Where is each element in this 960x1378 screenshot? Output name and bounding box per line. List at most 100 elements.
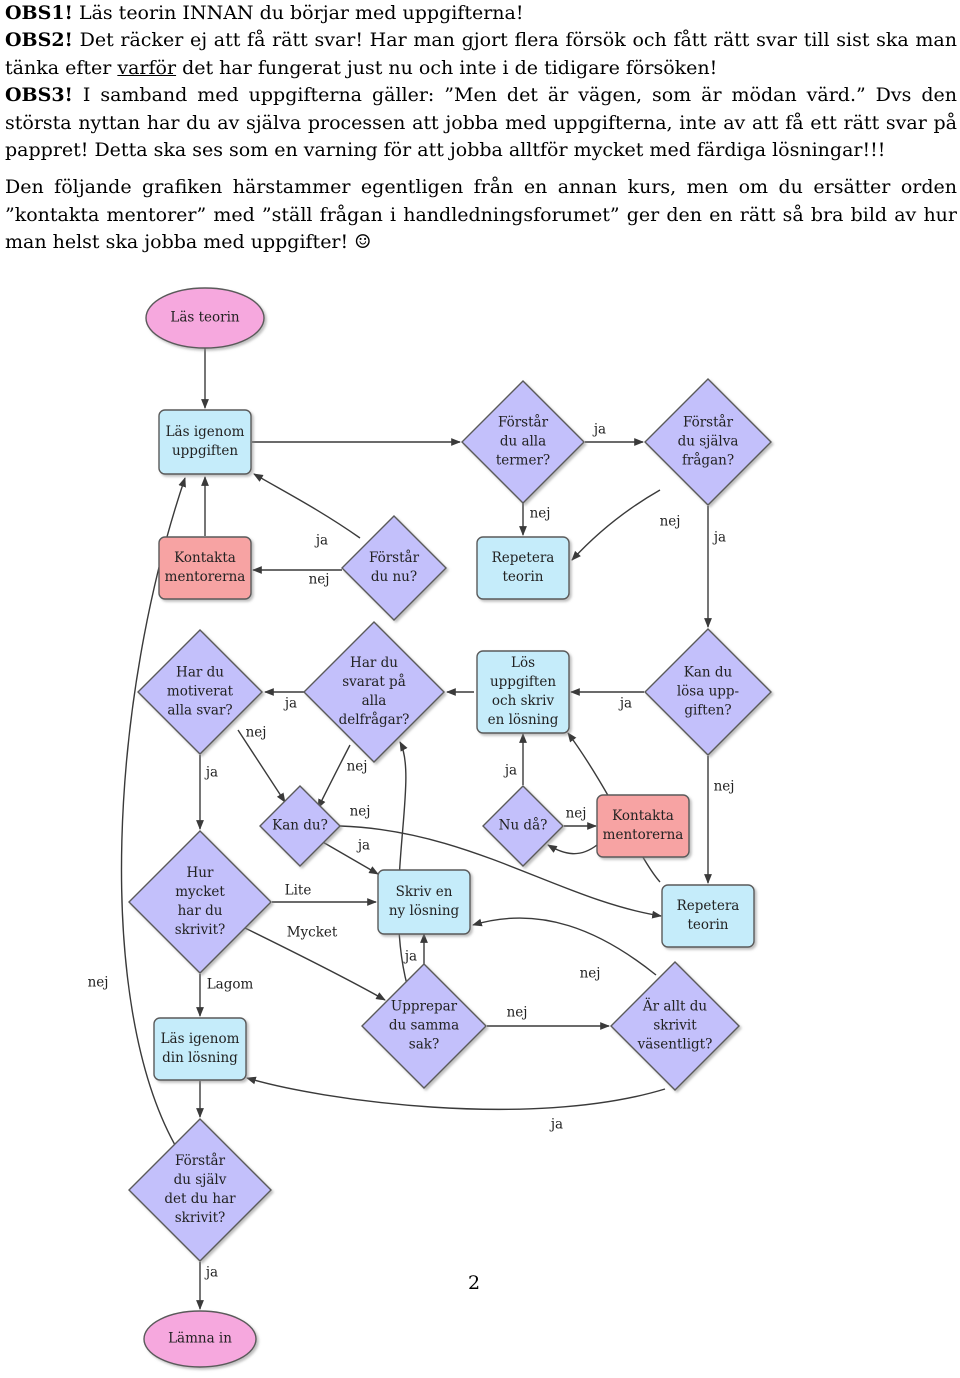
node-label: Hur	[187, 865, 214, 881]
node-shape	[153, 1017, 247, 1081]
node-ar-allt-vasentligt: Är allt du skrivit väsentligt?	[610, 961, 740, 1091]
edge-kan-du-to-repetera-2	[339, 825, 662, 919]
edge-label-mycket: Mycket	[287, 925, 338, 941]
edge-label-ja: ja	[403, 949, 417, 965]
node-kan-losa: Kan du lösa upp-giften?	[644, 628, 772, 756]
node-label: det du har	[164, 1191, 236, 1207]
node-label: termer?	[496, 453, 550, 469]
edge-label-ja: ja	[549, 1117, 563, 1133]
node-label: en lösning	[488, 712, 559, 728]
node-label: skrivit?	[175, 922, 226, 938]
node-nu-da: Nu då?	[482, 785, 564, 867]
edge-upprepar-to-skriv-loop	[397, 741, 411, 996]
edge-label-ja: ja	[204, 1265, 218, 1281]
node-label: Förstår	[369, 550, 420, 566]
edge-label-nej: nej	[507, 1005, 528, 1021]
node-label: väsentligt?	[637, 1037, 713, 1053]
intro-paragraph: Den följande grafiken härstammer egentli…	[5, 176, 957, 254]
node-shape	[596, 794, 690, 858]
node-lamna-in: Lämna in	[143, 1310, 257, 1368]
node-label: giften?	[684, 703, 731, 719]
edge-label-ja: ja	[314, 533, 328, 549]
node-label: lösa upp-	[677, 684, 739, 700]
node-label: mentorerna	[603, 827, 684, 843]
edge-har-motiverat-to-kan-du	[237, 729, 286, 803]
node-label: frågan?	[682, 453, 734, 469]
node-label: Nu då?	[499, 818, 548, 834]
node-label: Är allt du	[642, 998, 708, 1015]
obs2-text-b: det har fungerat just nu och inte i de t…	[176, 56, 718, 79]
node-label: skrivit	[653, 1018, 697, 1034]
edge-label-nej: nej	[309, 572, 330, 588]
edge-label-lite: Lite	[285, 883, 312, 899]
node-hur-mycket: Hur mycket har du skrivit?	[128, 830, 272, 974]
node-label: har du	[178, 903, 223, 919]
node-label: du alla	[500, 434, 546, 450]
node-label: Kontakta	[612, 808, 674, 824]
node-label: Läs igenom	[161, 1031, 240, 1047]
node-label: alla	[362, 693, 387, 709]
node-shape	[476, 536, 570, 600]
node-label: Repetera	[492, 550, 555, 566]
edge-forstar-nu-to-las-igenom	[253, 473, 361, 539]
node-shape	[128, 1118, 272, 1262]
node-shape	[143, 1310, 257, 1368]
node-label: du nu?	[371, 569, 417, 585]
obs2-line: OBS2! Det räcker ej att få rätt svar! Ha…	[5, 27, 957, 82]
node-shape	[476, 650, 570, 734]
node-shape	[145, 287, 265, 349]
node-forstar-du-nu: Förstår du nu?	[341, 515, 447, 621]
node-label: Kan du	[684, 665, 733, 681]
node-shape	[137, 629, 263, 755]
node-kan-du: Kan du?	[259, 785, 341, 867]
node-las-teorin: Läs teorin	[145, 287, 265, 349]
node-shape	[482, 785, 564, 867]
node-label: Upprepar	[391, 999, 458, 1015]
obs2-text-a: Det räcker ej att få rätt svar! Har man …	[5, 29, 957, 79]
node-kontakta-mentorerna-2: Kontakta mentorerna	[596, 794, 690, 858]
edge-label-ja: ja	[356, 838, 370, 854]
edge-label-nej: nej	[246, 725, 267, 741]
edge-label-ja: ja	[592, 422, 606, 438]
node-shape	[303, 621, 445, 763]
obs1-line: OBS1! Läs teorin INNAN du börjar med upp…	[5, 0, 957, 27]
edge-label-nej: nej	[350, 804, 371, 820]
node-label: du själv	[174, 1172, 227, 1188]
node-label: mycket	[175, 884, 225, 900]
node-label: Läs igenom	[166, 424, 245, 440]
flowchart-edges	[120, 348, 712, 1310]
node-label: skrivit?	[175, 1210, 226, 1226]
edge-label-nej: nej	[580, 966, 601, 982]
edge-kontakta-2-to-nu-da	[547, 844, 598, 855]
edge-label-ja: ja	[618, 696, 632, 712]
node-label: svarat på	[342, 674, 406, 690]
node-label: uppgiften	[490, 674, 556, 690]
edge-kan-du-to-skriv	[320, 840, 379, 875]
node-label: mentorerna	[165, 569, 246, 585]
edge-label-nej: nej	[530, 506, 551, 522]
edge-hur-mycket-to-upprepar	[244, 927, 386, 1001]
node-label: Repetera	[677, 898, 740, 914]
node-label: motiverat	[167, 684, 234, 700]
obs1-text: Läs teorin INNAN du börjar med uppgifter…	[72, 2, 524, 24]
edge-har-svarat-to-kan-du	[317, 744, 351, 809]
node-label: Kan du?	[272, 818, 328, 834]
edge-forstar-sjalv-to-las-igenom	[120, 477, 186, 1146]
obs3-label: OBS3!	[5, 84, 73, 107]
obs3-text: Dvs den största nyttan har du av själva …	[5, 84, 957, 162]
edge-label-ja: ja	[503, 763, 517, 779]
node-label: sak?	[409, 1037, 439, 1053]
obs2-underlined-word: varför	[117, 56, 177, 79]
edge-label-nej: nej	[714, 779, 735, 795]
edge-label-ja: ja	[204, 765, 218, 781]
page-number: 2	[468, 1272, 481, 1294]
node-label: Läs teorin	[170, 310, 240, 326]
